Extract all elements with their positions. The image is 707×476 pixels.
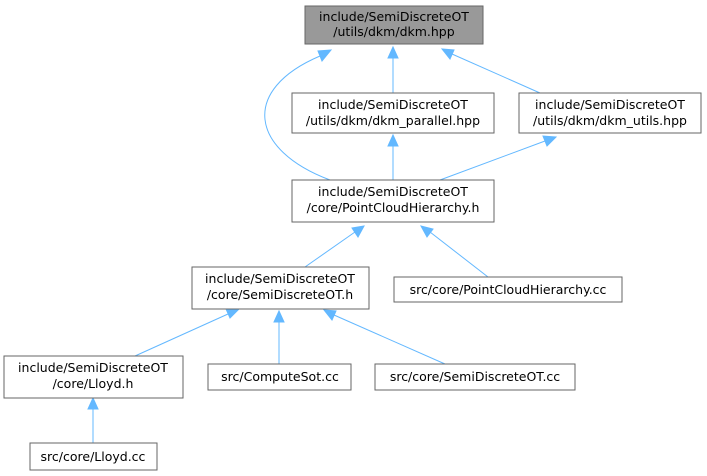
node-label-line: /utils/dkm/dkm_parallel.hpp [306,113,480,128]
node-lloyd-cc[interactable]: src/core/Lloyd.cc [29,442,158,471]
graph-edges [87,45,558,443]
node-label-line: /core/SemiDiscreteOT.h [207,287,353,302]
edge-semidiscreteot-h-to-pointcloudhierarchy [304,225,365,268]
node-pointcloudhierarchy-h[interactable]: include/SemiDiscreteOT /core/PointCloudH… [291,179,495,223]
edge-pointcloudhierarchy-to-dkm [264,49,333,181]
node-label-line: include/SemiDiscreteOT [318,97,468,112]
node-label-line: include/SemiDiscreteOT [318,184,468,199]
node-dkm-hpp[interactable]: include/SemiDiscreteOT /utils/dkm/dkm.hp… [304,5,484,45]
edge-pointcloudhierarchy-cc-to-h [420,225,489,278]
node-label-line: src/core/SemiDiscreteOT.cc [390,369,560,384]
edge-dkm-utils-to-dkm [440,48,541,94]
node-dkm-utils-hpp[interactable]: include/SemiDiscreteOT /utils/dkm/dkm_ut… [518,92,702,134]
node-label-line: include/SemiDiscreteOT [18,360,168,375]
node-label-line: include/SemiDiscreteOT [319,9,469,24]
edge-computesot-to-semidiscreteot-h [273,309,285,364]
node-label-line: src/ComputeSot.cc [221,369,339,384]
edge-lloyd-cc-to-h [87,396,99,443]
node-semidiscreteot-cc[interactable]: src/core/SemiDiscreteOT.cc [374,363,576,391]
node-lloyd-h[interactable]: include/SemiDiscreteOT /core/Lloyd.h [3,355,184,399]
edge-semidiscreteot-cc-to-h [322,309,446,365]
node-label-line: /core/Lloyd.h [53,376,134,391]
node-computesot-cc[interactable]: src/ComputeSot.cc [207,363,352,391]
graph-nodes: include/SemiDiscreteOT /utils/dkm/dkm.hp… [3,5,702,471]
node-dkm-parallel-hpp[interactable]: include/SemiDiscreteOT /utils/dkm/dkm_pa… [291,92,495,134]
node-pointcloudhierarchy-cc[interactable]: src/core/PointCloudHierarchy.cc [393,276,623,303]
node-label-line: src/core/Lloyd.cc [41,449,146,464]
node-label-line: include/SemiDiscreteOT [535,97,685,112]
edge-pointcloudhierarchy-to-dkm-utils [439,135,558,181]
node-label-line: /utils/dkm/dkm.hpp [333,24,454,39]
node-label-line: include/SemiDiscreteOT [205,271,355,286]
edge-dkm-parallel-to-dkm [387,45,399,93]
node-label-line: /core/PointCloudHierarchy.h [307,200,480,215]
node-label-line: src/core/PointCloudHierarchy.cc [410,282,607,297]
edge-pointcloudhierarchy-to-dkm-parallel [387,133,399,180]
edge-lloyd-h-to-semidiscreteot-h [134,308,241,357]
node-semidiscreteot-h[interactable]: include/SemiDiscreteOT /core/SemiDiscret… [191,266,370,310]
node-label-line: /utils/dkm/dkm_utils.hpp [533,113,687,128]
